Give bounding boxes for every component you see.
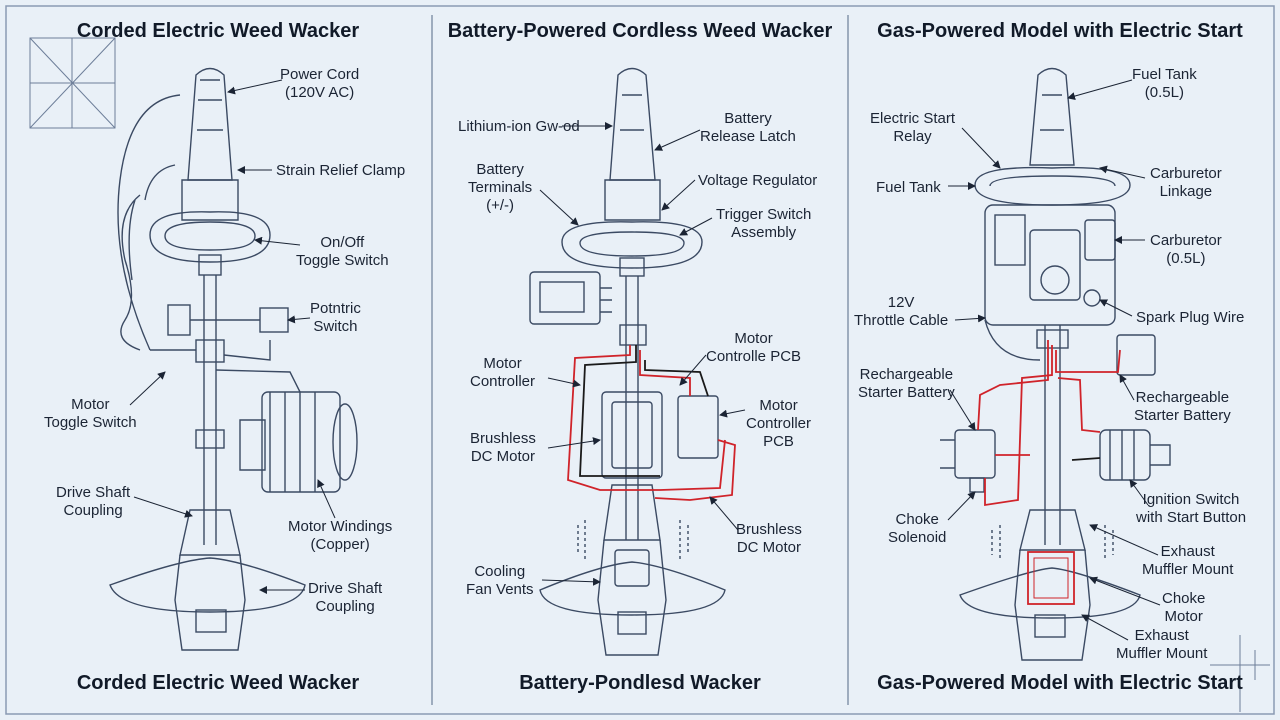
corded-trimmer-drawing [109, 67, 358, 651]
leader-lines [129, 79, 1161, 641]
label-power-cord: Power Cord(120V AC) [280, 66, 360, 101]
registration-mark-top-left [29, 37, 116, 129]
panel2-title-top: Battery-Powered Cordless Weed Wacker [447, 20, 833, 42]
gas-trimmer-drawing [940, 67, 1171, 661]
battery-trimmer-drawing [529, 67, 726, 656]
panel1-title-top: Corded Electric Weed Wacker [76, 20, 360, 42]
panel3-title-bottom: Gas-Powered Model with Electric Start [877, 672, 1243, 694]
label-fuel-tank-left: Fuel Tank [876, 179, 941, 196]
battery-wiring [567, 345, 736, 501]
label-voltage-regulator: Voltage Regulator [698, 172, 818, 189]
label-fuel-tank-top: Fuel Tank(0.5L) [1132, 66, 1197, 101]
label-strain-relief: Strain Relief Clamp [276, 162, 406, 179]
outer-frame [5, 5, 1275, 715]
label-lithium-ion: Lithium-ion Gw-od [458, 118, 580, 135]
registration-mark-bottom-right [1210, 635, 1270, 712]
label-spark-plug-wire: Spark Plug Wire [1136, 309, 1245, 326]
label-carburetor: Carburetor(0.5L) [1150, 232, 1222, 267]
panel3-title-top: Gas-Powered Model with Electric Start [877, 20, 1243, 42]
panel2-title-bottom: Battery-Pondlesd Wacker [519, 672, 761, 694]
panel1-title-bottom: Corded Electric Weed Wacker [76, 672, 360, 694]
label-motor-windings: Motor Windings(Copper) [288, 518, 393, 553]
gas-wiring [977, 340, 1121, 605]
